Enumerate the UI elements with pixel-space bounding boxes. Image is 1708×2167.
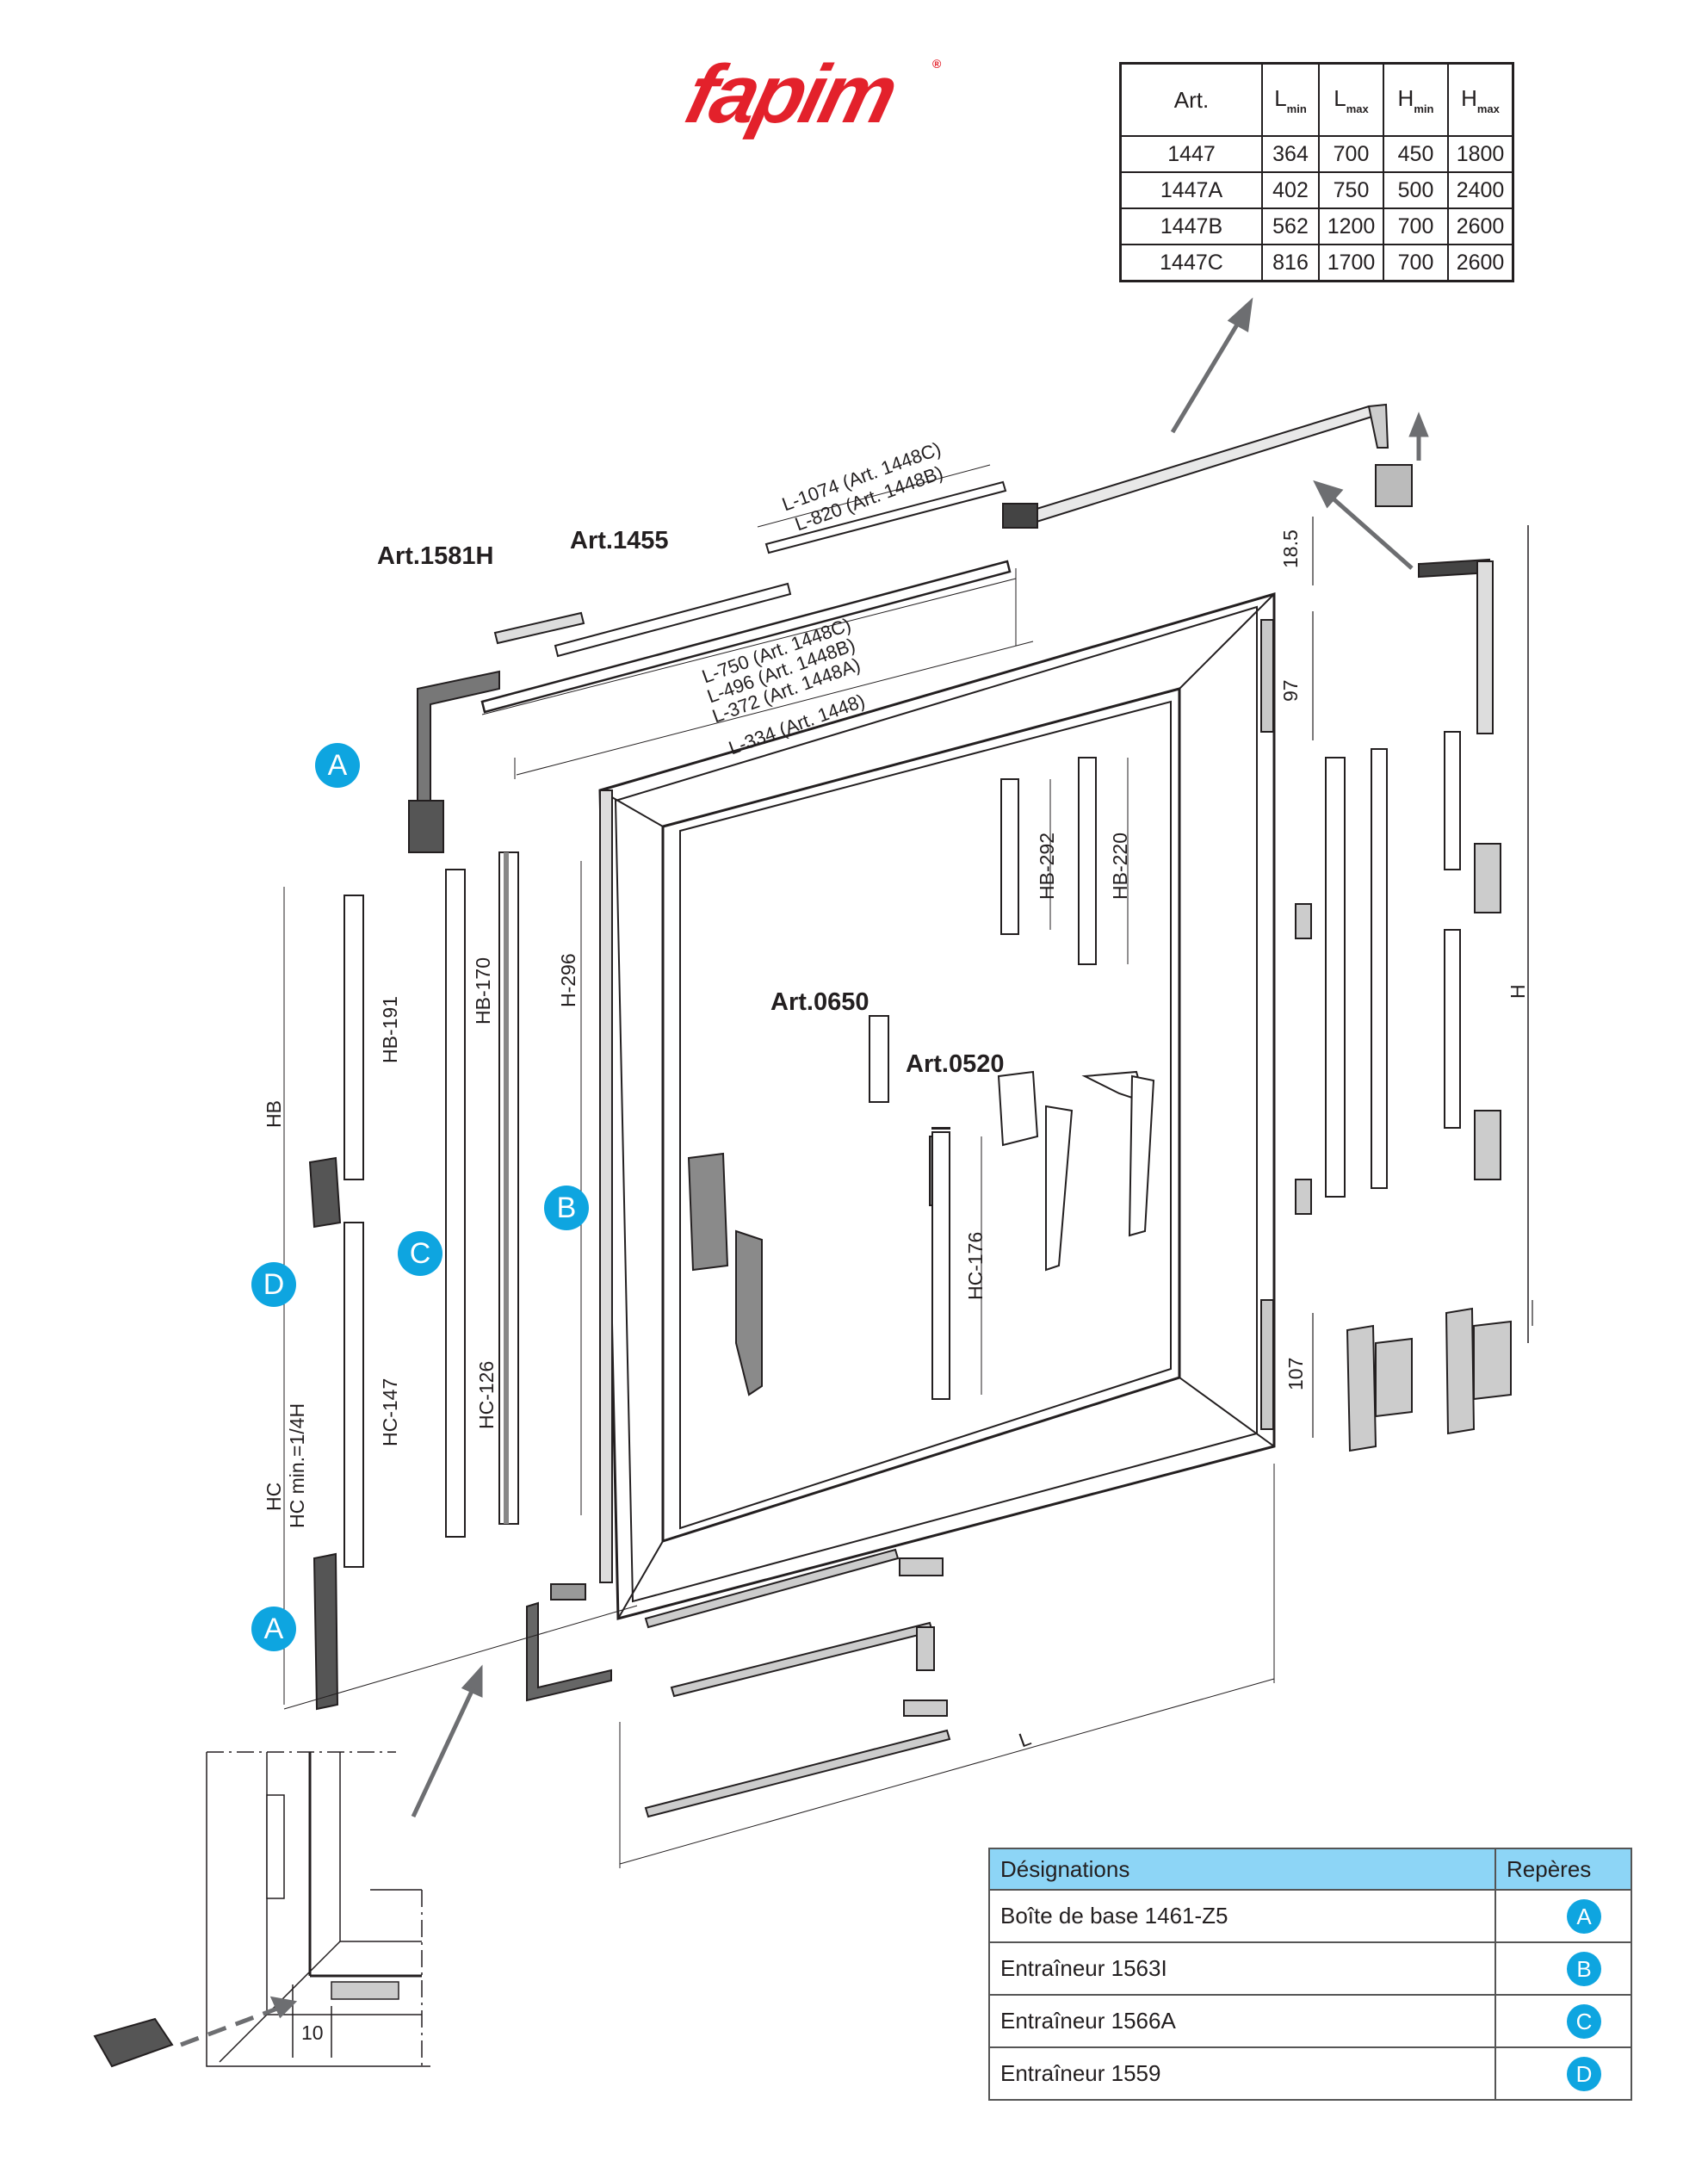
- label-art-0520: Art.0520: [906, 1050, 1005, 1078]
- spec-cell: 750: [1318, 171, 1384, 209]
- spec-cell: 1200: [1318, 207, 1384, 245]
- spec-cell: 2400: [1447, 171, 1514, 209]
- spec-cell: 700: [1383, 244, 1449, 282]
- dimension-spec-table: Art. Lmin Lmax Hmin Hmax 1447 364 700 45…: [1119, 62, 1514, 282]
- designations-legend-table: Désignations Repères Boîte de base 1461-…: [988, 1848, 1632, 2101]
- spec-row: 1447B 562 1200 700 2600: [1119, 207, 1514, 245]
- spec-cell: 500: [1383, 171, 1449, 209]
- label-art-1581h: Art.1581H: [377, 542, 494, 570]
- legend-designation: Boîte de base 1461-Z5: [988, 1889, 1496, 1943]
- dim-hc-147: HC-147: [379, 1378, 401, 1446]
- dim-hb: HB: [263, 1100, 285, 1128]
- legend-badge: C: [1567, 2003, 1601, 2039]
- spec-cell: 1447B: [1119, 207, 1263, 245]
- dim-hc-126: HC-126: [475, 1360, 498, 1429]
- dim-107: 107: [1284, 1357, 1307, 1390]
- spec-cell: 2600: [1447, 207, 1514, 245]
- dim-hb-220: HB-220: [1109, 833, 1131, 900]
- corner-bearing-part: [93, 2017, 174, 2068]
- badge-a-top: A: [315, 743, 360, 788]
- badge-d: D: [251, 1262, 296, 1307]
- dim-h: H: [1507, 984, 1529, 999]
- spec-row: 1447C 816 1700 700 2600: [1119, 244, 1514, 282]
- legend-header-row: Désignations Repères: [988, 1848, 1632, 1891]
- sash-frame: [598, 592, 1276, 1620]
- legend-repere-cell: D: [1494, 2046, 1632, 2101]
- callout-arrows: [180, 297, 1429, 2047]
- spec-cell: 700: [1318, 135, 1384, 173]
- spec-header-lmax: Lmax: [1318, 62, 1384, 137]
- spec-header-row: Art. Lmin Lmax Hmin Hmax: [1119, 62, 1514, 137]
- registered-mark: ®: [932, 57, 942, 71]
- dim-hb-170: HB-170: [472, 957, 494, 1025]
- label-art-1455: Art.1455: [570, 527, 669, 554]
- legend-repere-cell: B: [1494, 1941, 1632, 1996]
- legend-badge: A: [1567, 1898, 1601, 1934]
- badge-b: B: [544, 1186, 589, 1230]
- legend-badge: B: [1567, 1951, 1601, 1986]
- legend-designation: Entraîneur 1559: [988, 2046, 1496, 2101]
- legend-row: Entraîneur 1566A C: [988, 1994, 1632, 2048]
- legend-row: Entraîneur 1563I B: [988, 1941, 1632, 1996]
- label-art-0650: Art.0650: [770, 988, 869, 1016]
- spec-cell: 402: [1261, 171, 1320, 209]
- spec-cell: 562: [1261, 207, 1320, 245]
- dim-hc: HC: [263, 1482, 285, 1511]
- fapim-logo: fapim: [677, 48, 904, 140]
- spec-cell: 1447A: [1119, 171, 1263, 209]
- spec-cell: 1800: [1447, 135, 1514, 173]
- spec-cell: 700: [1383, 207, 1449, 245]
- left-espagnolette-parts: [283, 670, 582, 1711]
- badge-c: C: [398, 1231, 442, 1276]
- top-connecting-bars: [480, 464, 1034, 779]
- dim-97: 97: [1279, 679, 1302, 702]
- bottom-parts: [283, 1464, 1275, 1868]
- spec-row: 1447A 402 750 500 2400: [1119, 171, 1514, 209]
- legend-designation: Entraîneur 1563I: [988, 1941, 1496, 1996]
- dim-hc-min: HC min.=1/4H: [286, 1402, 308, 1528]
- spec-header-hmax: Hmax: [1447, 62, 1514, 137]
- spec-row: 1447 364 700 450 1800: [1119, 135, 1514, 173]
- stay-arm: [1002, 403, 1494, 734]
- dim-hb-191: HB-191: [379, 996, 401, 1063]
- spec-cell: 1700: [1318, 244, 1384, 282]
- legend-repere-cell: A: [1494, 1889, 1632, 1943]
- dim-hb-292: HB-292: [1036, 833, 1058, 900]
- badge-a-bottom: A: [251, 1607, 296, 1651]
- legend-header-reperes: Repères: [1494, 1848, 1632, 1891]
- dimension-lines: [1312, 517, 1533, 1438]
- spec-cell: 1447C: [1119, 244, 1263, 282]
- dim-18-5: 18.5: [1279, 529, 1302, 568]
- spec-cell: 2600: [1447, 244, 1514, 282]
- spec-cell: 1447: [1119, 135, 1263, 173]
- legend-row: Entraîneur 1559 D: [988, 2046, 1632, 2101]
- dim-h-296: H-296: [557, 953, 579, 1007]
- spec-header-art: Art.: [1119, 62, 1263, 137]
- legend-designation: Entraîneur 1566A: [988, 1994, 1496, 2048]
- legend-repere-cell: C: [1494, 1994, 1632, 2048]
- legend-row: Boîte de base 1461-Z5 A: [988, 1889, 1632, 1943]
- spec-cell: 450: [1383, 135, 1449, 173]
- legend-badge: D: [1567, 2056, 1601, 2091]
- dim-10: 10: [301, 2022, 324, 2044]
- legend-header-designations: Désignations: [988, 1848, 1496, 1891]
- spec-cell: 816: [1261, 244, 1320, 282]
- striker-plates: [869, 757, 1129, 1400]
- dim-hc-176: HC-176: [964, 1231, 987, 1300]
- spec-cell: 364: [1261, 135, 1320, 173]
- corner-detail-inset: [206, 1751, 430, 2067]
- right-side-parts: [1295, 525, 1529, 1452]
- spec-header-hmin: Hmin: [1383, 62, 1449, 137]
- window-handles: [687, 1070, 1155, 1396]
- spec-header-lmin: Lmin: [1261, 62, 1320, 137]
